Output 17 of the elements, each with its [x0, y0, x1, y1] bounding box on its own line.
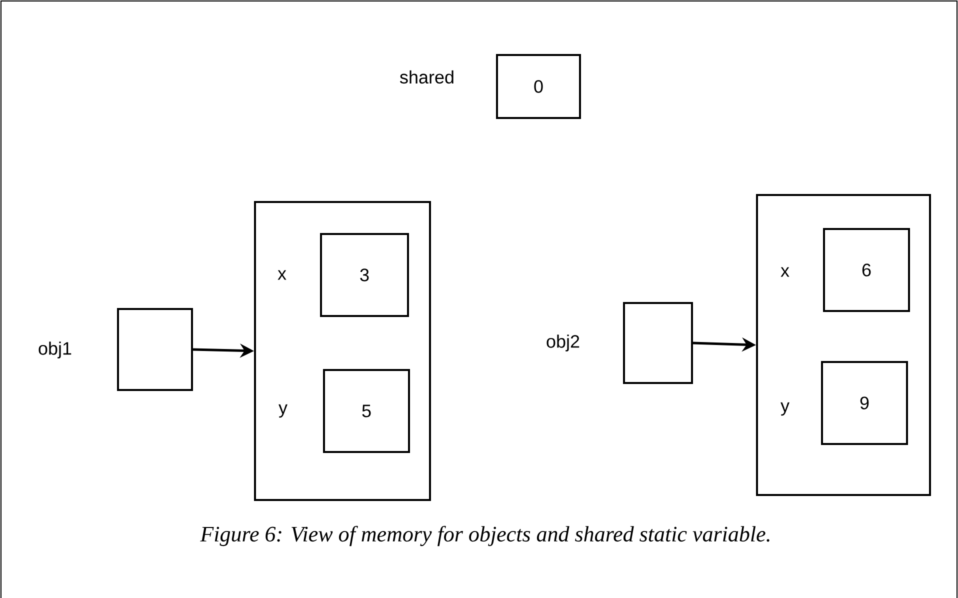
variable-name: y	[780, 402, 790, 416]
reference-box	[623, 302, 693, 384]
reference-box	[117, 308, 193, 391]
variable-name: obj1	[38, 342, 72, 358]
caption: Figure 6: View of memory for objects and shared static variable.	[200, 526, 770, 546]
variable-name: x	[278, 270, 286, 280]
field-box: 6	[823, 228, 910, 312]
variable-name: shared	[400, 70, 454, 84]
variable-name: y	[278, 404, 288, 418]
value-box: 0	[496, 54, 581, 119]
field-box: 3	[320, 233, 409, 317]
object-box	[254, 201, 431, 501]
field-box: 9	[821, 361, 908, 445]
variable-name: x	[780, 267, 790, 277]
field-box: 5	[323, 369, 410, 453]
variable-name: obj2	[546, 334, 580, 352]
object-box	[756, 194, 931, 496]
